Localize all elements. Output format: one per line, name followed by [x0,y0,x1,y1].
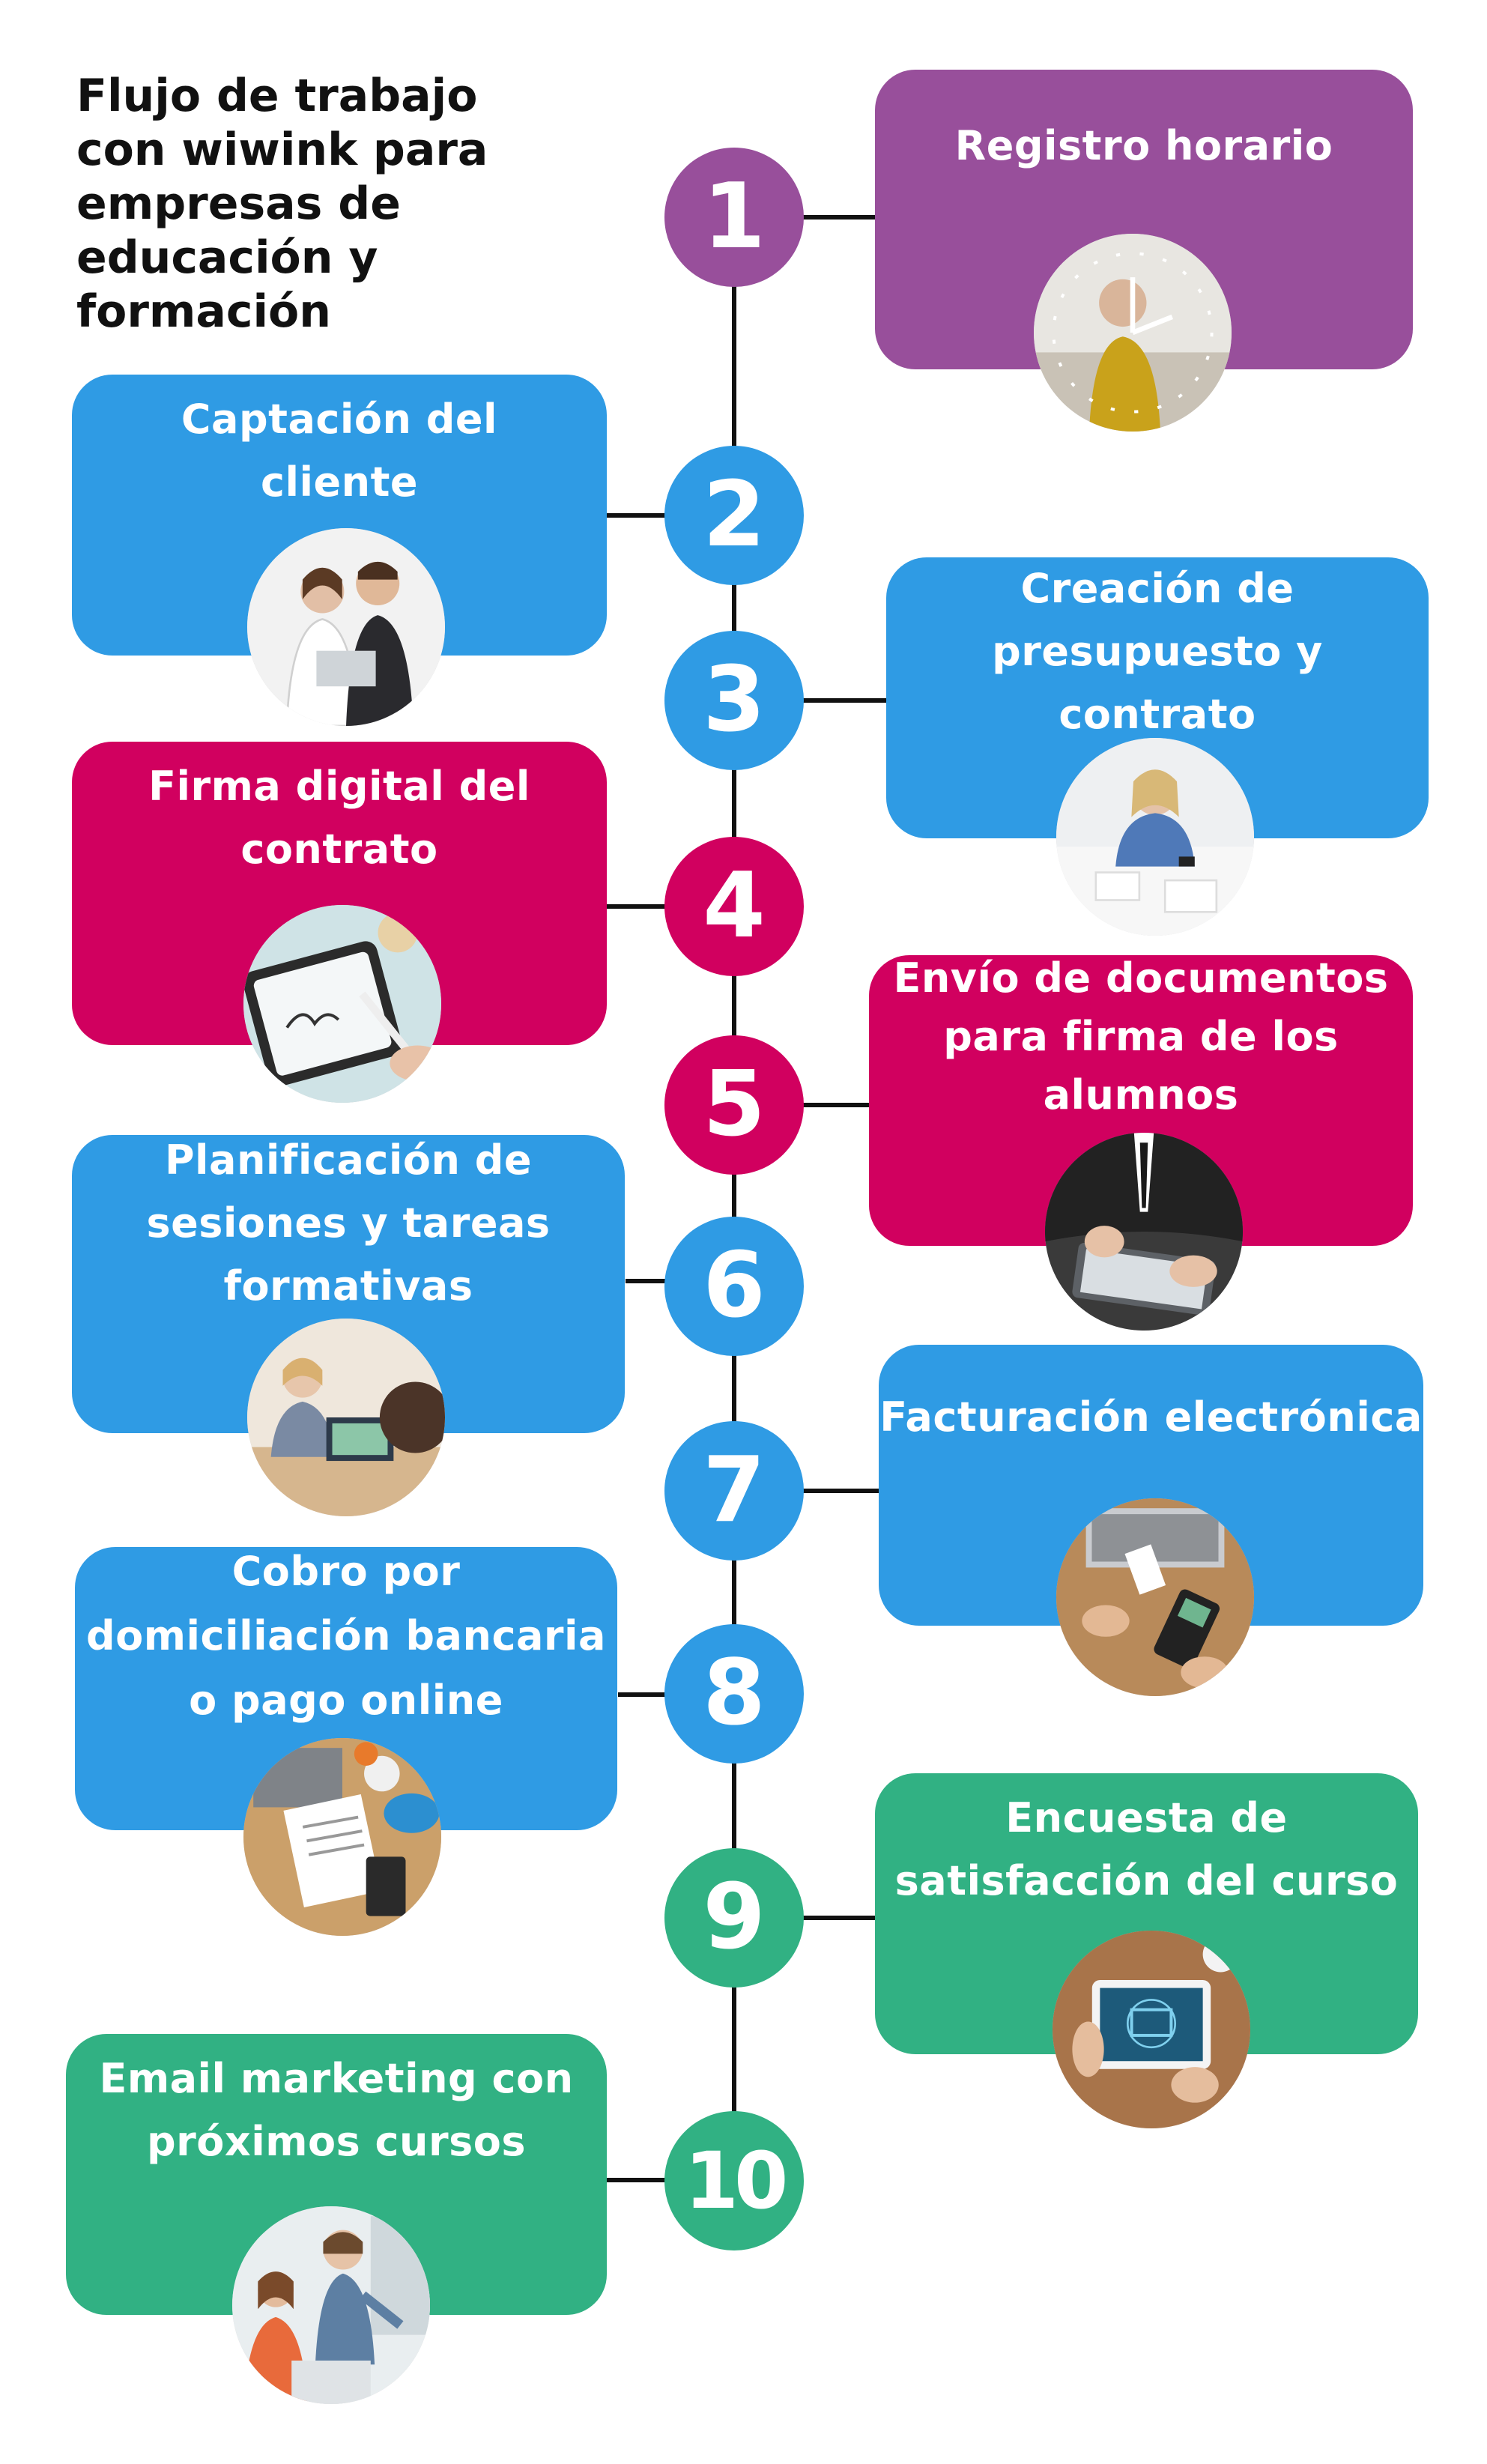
step-label-2: Captación del cliente [181,396,498,506]
step-label-6: Planificación de sesiones y tareas forma… [146,1136,551,1310]
tablet-survey-photo [1053,1931,1250,2128]
step-label-9: Encuesta de satisfacción del curso [894,1794,1399,1904]
step-label-8: Cobro por domiciliación bancaria o pago … [86,1548,606,1724]
step-label-7: Facturación electrónica [879,1393,1423,1441]
invoice-calculator-photo [243,1738,441,1936]
tablet-signature-photo [243,905,441,1103]
teacher-presenting-photo [232,2206,430,2404]
step-number-9: 9 [664,1848,804,1988]
step-card-3: Creación de presupuesto y contrato [886,557,1429,838]
step-number-4: 4 [664,837,804,976]
step-number-5: 5 [664,1035,804,1175]
step-number-7: 7 [664,1421,804,1561]
step-label-1: Registro horario [954,122,1333,169]
step-number-3: 3 [664,631,804,770]
step-label-5: Envío de documentos para firma de los al… [893,954,1389,1119]
woman-at-desk-clock-photo [1034,234,1232,432]
page-title: Flujo de trabajo con wiwink para empresa… [76,70,488,338]
woman-reviewing-documents-photo [1056,738,1254,936]
businessman-signing-tablet-photo [1045,1133,1243,1331]
step-number-1: 1 [664,148,804,287]
step-number-2: 2 [664,446,804,585]
step-number-10: 10 [664,2111,804,2250]
business-couple-laptop-photo [247,528,445,726]
step-label-10: Email marketing con próximos cursos [99,2055,574,2165]
step-label-3: Creación de presupuesto y contrato [992,565,1323,738]
step-label-4: Firma digital del contrato [148,763,530,873]
step-number-8: 8 [664,1624,804,1764]
card-payment-terminal-photo [1056,1498,1254,1696]
step-number-6: 6 [664,1217,804,1356]
tutor-with-laptop-photo [247,1319,445,1516]
